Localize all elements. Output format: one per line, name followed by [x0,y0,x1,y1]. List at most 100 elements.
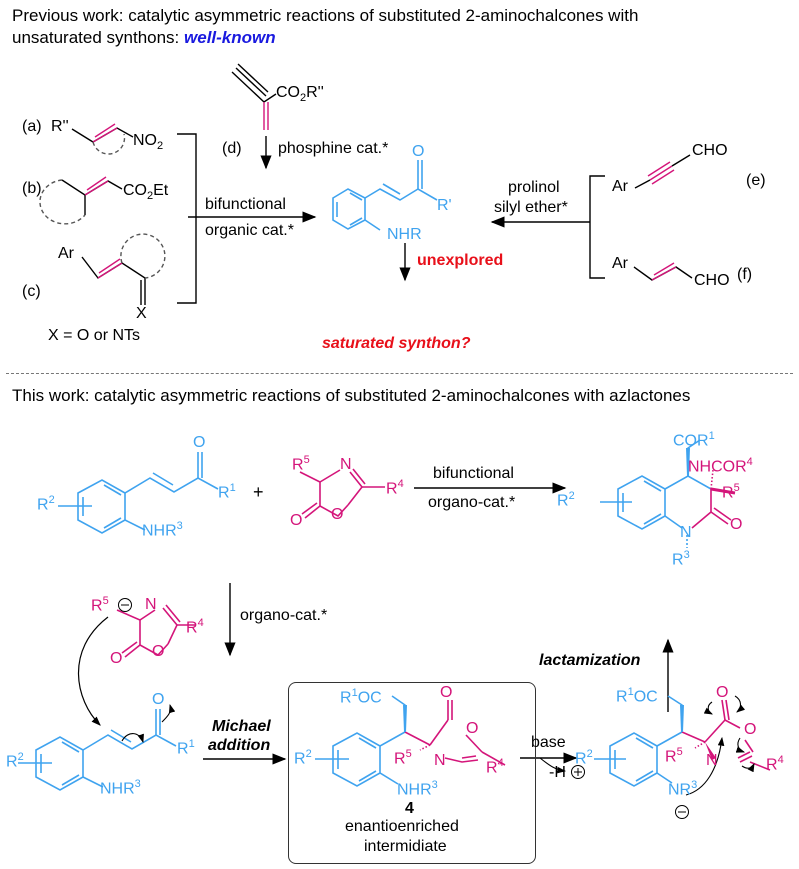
main-arrow-label-bottom: organo-cat.* [428,494,516,511]
main-arrow-label-top: bifunctional [433,465,514,482]
intermediate-caption-1: enantioenriched [345,818,459,835]
anion-intermediate-bonds [594,695,771,787]
arrow-right-label-bottom: silyl ether* [494,199,568,216]
right-bracket-arrow [490,175,605,279]
azlactone-ring-oxygen: O [331,506,344,523]
label-b: (b) [22,180,42,197]
azlactone-r5: R5 [292,454,310,474]
arrow-left-label-bottom: organic cat.* [205,222,294,239]
f-aldehyde: CHO [694,272,730,289]
product-wedge [686,448,690,476]
intermediate-r2: R2 [294,748,312,768]
chalcone-bonds [332,160,438,231]
michael-label-2: addition [208,737,271,754]
b-ester-group: CO2Et [123,182,169,203]
this-work-heading: This work: catalytic asymmetric reaction… [12,386,691,405]
left-bracket-arrow [177,133,317,304]
substrate-e-bonds [634,154,691,189]
f-aryl: Ar [612,255,628,272]
arrow-left-label-top: bifunctional [205,196,286,213]
chalcone-oxygen: O [412,143,425,160]
anion-r5: R5 [91,595,109,615]
anion-azlactone-bonds [116,604,195,658]
intermediate-carbonyl-oxygen: O [440,684,453,701]
substrate-a-bonds [71,123,134,155]
label-f: (f) [737,266,753,283]
plus-sign: + [253,482,264,502]
product-oxygen: O [730,516,743,533]
azlactone-carbonyl-oxygen: O [290,512,303,529]
saturated-synthon-question: saturated synthon? [322,335,471,352]
a-nitro-group: NO2 [133,132,164,153]
acceptor-r1: R1 [177,738,195,758]
acceptor-r2: R2 [6,751,24,771]
nucleophile-curved-arrow [77,616,109,726]
product-nhcor4: NHCOR4 [688,456,753,476]
intermediate-ring-oxygen: O [466,720,479,737]
intermediate-r1oc: R1OC [340,687,382,707]
minus-h-label: -H [549,764,566,781]
reactant1-r2: R2 [37,494,55,514]
anion-int-r5: R5 [665,746,683,766]
reactant1-r1: R1 [218,482,236,502]
intermediate-r4: R4 [486,757,504,777]
product-r3: R3 [672,549,690,569]
michael-acceptor-bonds [18,709,177,791]
electron-push-arrows [685,695,755,796]
intermediate-box [288,682,536,864]
reactant1-bonds [58,452,219,534]
azlactone-bonds [299,468,385,519]
proton-charge-circle [571,765,585,779]
arrow-top-label: phosphine cat.* [278,140,389,157]
substrate-b-bonds [39,176,123,225]
label-d: (d) [222,140,242,157]
label-c: (c) [22,283,41,300]
intermediate-bonds [315,695,506,787]
acceptor-oxygen: O [152,691,165,708]
down-arrow-label: organo-cat.* [240,607,328,624]
product-n: N [680,524,692,541]
unexplored-label: unexplored [417,252,504,269]
anion-ring-oxygen: O [152,643,165,660]
compound-number-4: 4 [405,800,414,817]
anion-int-ring-oxygen: O [744,721,757,738]
intermediate-n: N [434,752,446,769]
chalcone-nhr: NHR [387,226,422,243]
chalcone-r-prime: R' [437,197,452,214]
c-x-note: X = O or NTs [48,327,141,344]
intermediate-caption-2: intermidiate [364,838,447,855]
anion-int-r2: R2 [575,748,593,768]
e-aryl: Ar [612,178,628,195]
reactant1-nhr3: NHR3 [142,520,183,540]
arrow-right-label-top: prolinol [508,179,560,196]
anion-carbonyl-oxygen: O [110,650,123,667]
azlactone-r4: R4 [386,478,404,498]
heading-line-1: Previous work: catalytic asymmetric reac… [12,6,639,25]
anion-int-r1oc: R1OC [616,686,658,706]
lactamization-label: lactamization [539,652,641,669]
d-ester-group: CO2R'' [276,84,324,105]
michael-label-1: Michael [212,718,271,735]
azlactone-n: N [340,456,352,473]
anion-r4: R4 [186,617,204,637]
anion-n: N [145,596,157,613]
intermediate-nhr3: NHR3 [397,779,438,799]
e-aldehyde: CHO [692,142,728,159]
section-divider [6,373,793,374]
label-a: (a) [22,118,42,135]
anion-charge-circle [118,598,132,612]
acceptor-nhr3: NHR3 [100,778,141,798]
base-label: base [531,734,566,751]
product-r5: R5 [722,482,740,502]
substrate-d-bonds [231,63,277,170]
well-known-highlight: well-known [184,28,276,47]
a-r-group: R'' [51,118,69,135]
c-aryl: Ar [58,245,74,262]
product-cor1: COR1 [673,430,715,450]
anion-int-n: N [706,752,718,769]
label-e: (e) [746,172,766,189]
heading-line-2: unsaturated synthons: [12,28,185,47]
substrate-f-bonds [633,262,693,281]
n-anion-charge-circle [675,805,689,819]
